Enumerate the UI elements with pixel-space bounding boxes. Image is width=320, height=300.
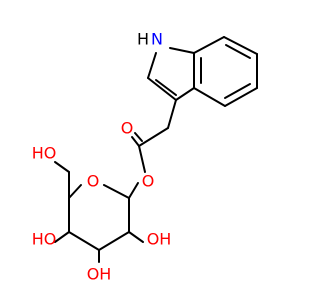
bond [138, 127, 169, 147]
molecule-canvas: H N O O O HO HO OH OH [32, 30, 258, 284]
bond [131, 136, 140, 147]
bond [54, 161, 70, 173]
bond [138, 145, 146, 173]
atom-labels: H N O O O HO HO OH OH [32, 30, 172, 284]
bond [155, 79, 177, 96]
bond [68, 231, 100, 251]
bond [147, 77, 177, 101]
bond [193, 36, 225, 54]
bond [223, 36, 258, 55]
bottom-hydroxyl-label: OH [87, 265, 112, 284]
bond [167, 99, 177, 129]
carbonyl-oxygen-label: O [121, 119, 134, 138]
structure-diagram: H N O O O HO HO OH OH [32, 30, 258, 284]
ring-oxygen-label: O [87, 172, 100, 191]
bond [54, 231, 70, 243]
indole-nitrogen-label: N [151, 30, 163, 49]
bonds [54, 36, 258, 263]
ester-oxygen-label: O [142, 172, 155, 191]
bond [175, 87, 195, 101]
bond [225, 44, 251, 59]
nh-hydrogen-label: H [137, 30, 149, 49]
bond [128, 231, 144, 243]
bond [134, 132, 143, 142]
bond [68, 184, 82, 199]
bond [98, 231, 130, 251]
bond [169, 47, 195, 54]
right-hydroxyl-label: OH [147, 230, 172, 249]
bond [224, 87, 258, 107]
bond [147, 52, 157, 79]
bond [224, 83, 251, 99]
left-hydroxyl-label: HO [32, 230, 57, 249]
bond [103, 184, 130, 199]
bond [193, 87, 226, 107]
hydroxymethyl-hydroxyl-label: HO [32, 144, 57, 163]
bond [128, 182, 139, 199]
